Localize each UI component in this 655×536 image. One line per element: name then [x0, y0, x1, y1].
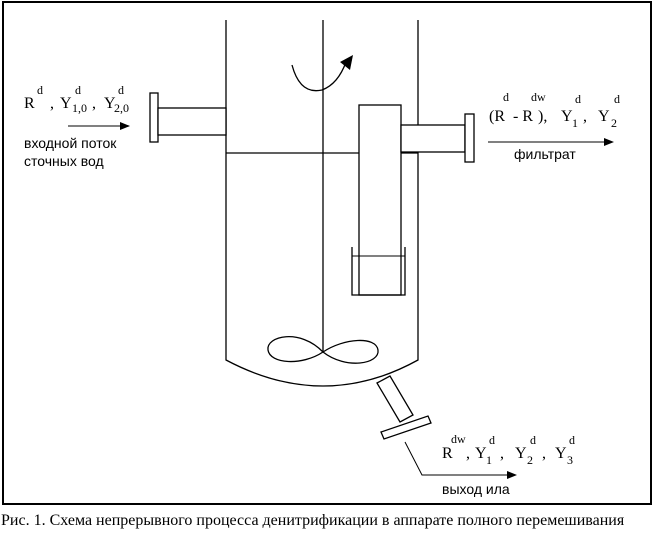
svg-text:Y: Y	[561, 108, 573, 125]
svg-text:2,0: 2,0	[114, 101, 129, 115]
inlet-pipe	[157, 107, 227, 136]
svg-text:Y: Y	[475, 445, 487, 462]
filtrate-pipe	[400, 124, 466, 153]
svg-text:Y: Y	[555, 445, 567, 462]
filtrate-variables: (R d - R dw ), Y d 1 , Y d 2	[489, 90, 620, 130]
svg-text:,: ,	[500, 445, 504, 462]
svg-text:Y: Y	[60, 95, 72, 112]
svg-text:,: ,	[466, 445, 470, 462]
reactor-vessel	[225, 20, 419, 387]
svg-text:(R: (R	[489, 108, 505, 125]
svg-text:,: ,	[92, 95, 96, 112]
svg-text:d: d	[530, 433, 536, 447]
svg-text:dw: dw	[531, 90, 546, 104]
filtrate-flange	[464, 113, 475, 163]
svg-text:,: ,	[583, 108, 587, 125]
rotation-arrow	[291, 61, 347, 92]
svg-text:,: ,	[542, 445, 546, 462]
svg-text:R: R	[442, 445, 453, 462]
svg-text:d: d	[75, 83, 81, 97]
svg-text:- R: - R	[513, 108, 533, 125]
svg-text:3: 3	[567, 453, 573, 467]
svg-text:d: d	[489, 433, 495, 447]
svg-text:d: d	[503, 90, 509, 104]
filtrate-label: фильтрат	[514, 146, 576, 162]
inlet-flange	[149, 92, 159, 143]
rotation-arrowhead	[340, 55, 353, 70]
svg-text:2: 2	[611, 116, 617, 130]
svg-text:d: d	[37, 83, 43, 97]
svg-text:2: 2	[527, 453, 533, 467]
sludge-arrow	[404, 441, 510, 476]
svg-text:d: d	[575, 92, 581, 106]
svg-text:d: d	[614, 92, 620, 106]
svg-text:1,0: 1,0	[72, 101, 87, 115]
svg-text:Y: Y	[515, 445, 527, 462]
svg-text:Y: Y	[598, 108, 610, 125]
sludge-arrowhead	[507, 471, 517, 479]
svg-text:d: d	[569, 433, 575, 447]
inlet-label-2: сточных вод	[24, 153, 104, 169]
impeller	[267, 336, 379, 364]
sludge-label: выход ила	[442, 481, 510, 497]
svg-text:d: d	[118, 83, 124, 97]
figure-caption: Рис. 1. Схема непрерывного процесса дени…	[1, 512, 625, 529]
svg-text:Y: Y	[104, 95, 116, 112]
filter-column	[358, 104, 402, 296]
svg-text:dw: dw	[451, 432, 466, 446]
svg-text:1: 1	[572, 116, 578, 130]
svg-text:),: ),	[538, 108, 547, 125]
filter-cup	[351, 247, 406, 296]
inlet-label-1: входной поток	[24, 135, 117, 151]
sludge-variables: R dw , Y d 1 , Y d 2 , Y d 3	[442, 432, 575, 467]
inlet-arrowhead	[120, 122, 130, 130]
svg-text:,: ,	[50, 95, 54, 112]
diagram-frame	[2, 1, 652, 505]
filtrate-arrowhead	[604, 138, 614, 146]
sludge-flange	[380, 415, 432, 440]
svg-text:1: 1	[486, 453, 492, 467]
svg-text:R: R	[24, 95, 35, 112]
inlet-variables: R d , Y d 1,0 , Y d 2,0	[24, 83, 129, 115]
sludge-pipe	[376, 375, 414, 423]
